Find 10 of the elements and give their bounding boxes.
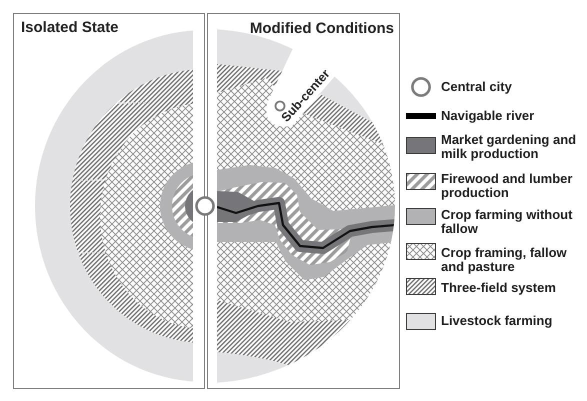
legend-label: Firewood and lumber production [441, 172, 574, 200]
legend-label: Crop farming without fallow [441, 208, 574, 236]
legend-label: Three-field system [441, 281, 557, 295]
legend-label: Crop framing, fallow and pasture [441, 246, 568, 274]
panel-title: Isolated State [21, 19, 119, 36]
legend-label: Market gardening and milk production [441, 133, 578, 161]
legend-label: Navigable river [441, 109, 536, 123]
legend-label: Central city [441, 80, 513, 94]
panel-title: Modified Conditions [250, 20, 394, 37]
legend-label: Livestock farming [441, 314, 554, 328]
